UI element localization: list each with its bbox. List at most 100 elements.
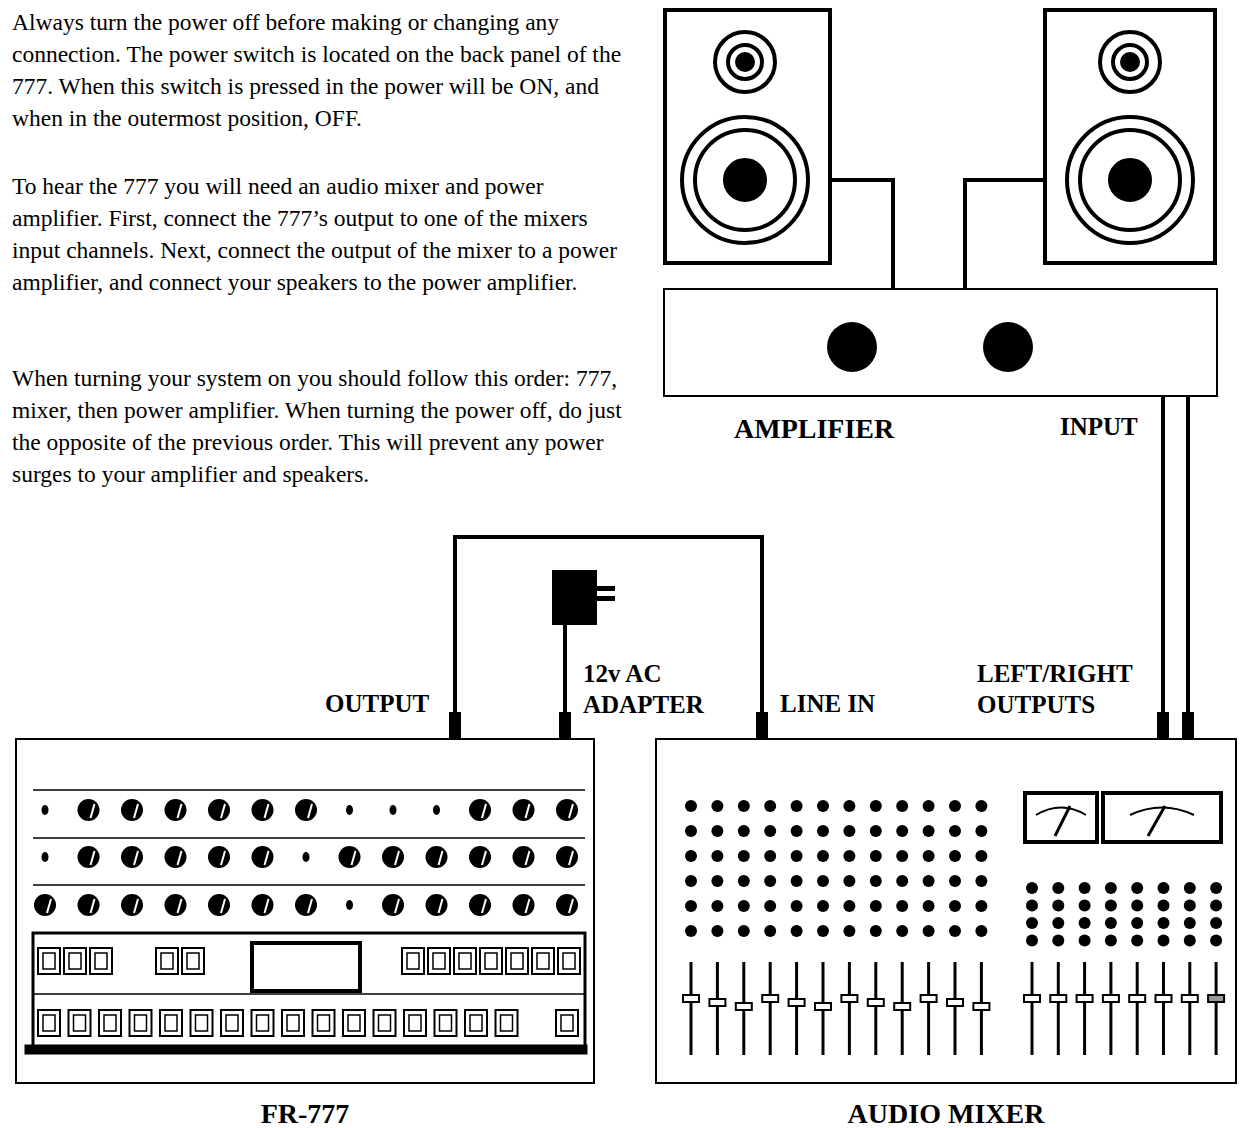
fader-cap: [868, 999, 884, 1006]
mixer-knob: [896, 850, 908, 862]
mixer-knob: [1026, 935, 1038, 947]
knob-mark: [265, 899, 269, 913]
fader-cap: [894, 1003, 910, 1010]
knob-mark: [352, 851, 356, 865]
knob-mark: [134, 899, 138, 913]
button: [402, 948, 424, 974]
connection-label: LINE IN: [780, 688, 875, 719]
fader-slot: [795, 962, 798, 1055]
button: [99, 1010, 121, 1036]
button: [191, 1010, 213, 1036]
button-inner: [470, 1015, 482, 1031]
mixer-knob: [896, 925, 908, 937]
knob-mark: [178, 899, 182, 913]
device-name: FR-777: [261, 1098, 350, 1128]
knob: [295, 894, 317, 916]
mixer-knob: [711, 875, 723, 887]
mixer-knob: [711, 850, 723, 862]
mixer-knob: [1105, 917, 1117, 929]
button: [404, 1010, 426, 1036]
mixer-knob: [764, 800, 776, 812]
mixer-knob: [711, 800, 723, 812]
mixer-knob: [711, 925, 723, 937]
mixer-knob: [1210, 917, 1222, 929]
fader-slot: [1162, 962, 1165, 1055]
mixer-knob: [949, 875, 961, 887]
knob-mark: [47, 899, 51, 913]
mixer-knob: [738, 825, 750, 837]
mixer-knob: [949, 850, 961, 862]
small-knob: [346, 805, 353, 815]
fader-slot: [874, 962, 877, 1055]
button-inner: [104, 1015, 116, 1031]
button: [496, 1010, 518, 1036]
knob-mark: [134, 804, 138, 818]
button: [480, 948, 502, 974]
button: [130, 1010, 152, 1036]
button-inner: [95, 953, 107, 969]
knob: [165, 894, 187, 916]
mixer-knob: [1079, 882, 1091, 894]
knob: [469, 846, 491, 868]
knob: [469, 799, 491, 821]
knob: [426, 894, 448, 916]
mixer-knob: [1184, 935, 1196, 947]
knob-mark: [569, 899, 573, 913]
fader-cap: [1208, 995, 1224, 1002]
button-inner: [407, 953, 419, 969]
knob-mark: [308, 804, 312, 818]
mixer-knob: [1105, 900, 1117, 912]
mixer-knob: [870, 900, 882, 912]
knob: [382, 894, 404, 916]
mixer-knob: [817, 900, 829, 912]
button-inner: [563, 953, 575, 969]
knob: [165, 799, 187, 821]
mixer-knob: [843, 800, 855, 812]
mixer-knob: [764, 875, 776, 887]
knob-mark: [91, 851, 95, 865]
button: [556, 1010, 578, 1036]
mixer-box: AUDIO MIXER: [655, 738, 1237, 1084]
mixer-knob: [738, 925, 750, 937]
button: [90, 948, 112, 974]
button-inner: [161, 953, 173, 969]
mixer-knob: [764, 825, 776, 837]
mixer-knob: [1158, 917, 1170, 929]
button-inner: [537, 953, 549, 969]
button-inner: [318, 1015, 330, 1031]
button: [343, 1010, 365, 1036]
fader-slot: [848, 962, 851, 1055]
speaker-wire: [830, 180, 1045, 290]
button: [64, 948, 86, 974]
button-inner: [226, 1015, 238, 1031]
mixer-knob: [791, 850, 803, 862]
mixer-knob: [843, 825, 855, 837]
fader-slot: [1083, 962, 1086, 1055]
fader-cap: [683, 995, 699, 1002]
connection-label: INPUT: [1060, 411, 1138, 442]
knob: [339, 846, 361, 868]
fader-cap: [1050, 995, 1066, 1002]
cable: [1161, 397, 1165, 738]
knob-mark: [569, 851, 573, 865]
button: [221, 1010, 243, 1036]
button-inner: [187, 953, 199, 969]
mixer-knob: [1105, 882, 1117, 894]
button-inner: [459, 953, 471, 969]
mixer-knob: [1131, 882, 1143, 894]
fader-slot: [1109, 962, 1112, 1055]
knob: [252, 846, 274, 868]
knob: [78, 846, 100, 868]
button-inner: [348, 1015, 360, 1031]
mixer-knob: [685, 925, 697, 937]
knob: [513, 799, 535, 821]
cable: [455, 537, 762, 738]
fader-cap: [762, 995, 778, 1002]
knob: [295, 799, 317, 821]
mixer-knob: [1052, 900, 1064, 912]
mixer-knob: [817, 800, 829, 812]
button: [435, 1010, 457, 1036]
mixer-knob: [949, 900, 961, 912]
mixer-knob: [711, 900, 723, 912]
